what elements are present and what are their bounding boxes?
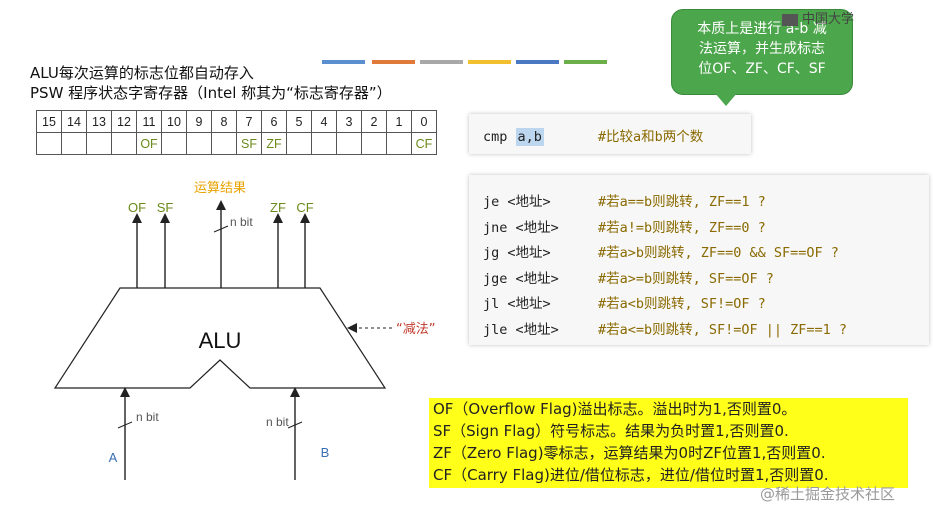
flag-summary: OF（Overflow Flag)溢出标志。溢出时为1,否则置0。 SF（Sig… <box>429 398 908 488</box>
logo-text: 中国大学 <box>802 12 855 27</box>
jump-instr: jge <地址> <box>483 271 559 287</box>
flag-summary-of: OF（Overflow Flag)溢出标志。溢出时为1,否则置0。 <box>433 400 797 418</box>
input-b-label: B <box>321 445 330 460</box>
out-flag-cf: CF <box>296 200 313 215</box>
jump-comment: #若a>=b则跳转, SF==OF ? <box>598 271 774 287</box>
color-strip-1 <box>322 60 365 64</box>
bit-index-cell: 3 <box>336 110 362 133</box>
jump-comment: #若a!=b则跳转, ZF==0 ? <box>598 220 766 236</box>
nbit-b-label: n bit <box>266 415 289 429</box>
jump-instr: jl <地址> <box>483 296 551 312</box>
flag-cell <box>36 132 62 155</box>
alu-body <box>53 287 387 389</box>
jump-instr: jle <地址> <box>483 322 559 338</box>
flag-cell <box>61 132 87 155</box>
color-strip-2 <box>372 60 415 64</box>
jump-code-box: je <地址> #若a==b则跳转, ZF==1 ? jne <地址> #若a!=b… <box>469 175 929 345</box>
jump-line-jne: jne <地址> #若a!=b则跳转, ZF==0 ? <box>483 216 766 236</box>
jump-instr: je <地址> <box>483 194 551 210</box>
jump-line-jle: jle <地址> #若a<=b则跳转, SF!=OF || ZF==1 ? <box>483 318 847 338</box>
flag-cell <box>111 132 137 155</box>
cmp-instr: cmp <box>483 129 516 145</box>
jump-comment: #若a<b则跳转, SF!=OF ? <box>598 296 766 312</box>
result-bus-tick <box>213 225 229 233</box>
flag-cell <box>186 132 212 155</box>
logo-icon <box>782 13 798 26</box>
bit-index-cell: 15 <box>36 110 62 133</box>
flag-cell: ZF <box>261 132 287 155</box>
bit-index-cell: 2 <box>361 110 387 133</box>
alu-label: ALU <box>199 328 242 353</box>
bit-index-cell: 10 <box>161 110 187 133</box>
watermark: @稀土掘金技术社区 <box>760 485 896 503</box>
jump-comment: #若a>b则跳转, ZF==0 && SF==OF ? <box>598 245 839 261</box>
jump-line-jge: jge <地址> #若a>=b则跳转, SF==OF ? <box>483 267 774 287</box>
bit-index-cell: 4 <box>311 110 337 133</box>
flag-cell: OF <box>136 132 162 155</box>
flag-cell <box>386 132 412 155</box>
jump-comment: #若a<=b则跳转, SF!=OF || ZF==1 ? <box>598 322 848 338</box>
flag-summary-zf: ZF（Zero Flag)零标志，运算结果为0时ZF位置1,否则置0. <box>433 444 826 462</box>
nbit-out-label: n bit <box>230 215 253 229</box>
jump-line-je: je <地址> #若a==b则跳转, ZF==1 ? <box>483 190 766 210</box>
bit-index-cell: 5 <box>286 110 312 133</box>
out-flag-zf: ZF <box>270 200 286 215</box>
bit-index-cell: 9 <box>186 110 212 133</box>
bit-index-cell: 11 <box>136 110 162 133</box>
bubble-tail <box>714 92 738 106</box>
jump-comment: #若a==b则跳转, ZF==1 ? <box>598 194 766 210</box>
flag-cell <box>86 132 112 155</box>
cmp-line: cmp a,b #比较a和b两个数 <box>483 125 704 146</box>
flag-cell <box>161 132 187 155</box>
jump-instr: jne <地址> <box>483 220 559 236</box>
flag-cell <box>211 132 237 155</box>
cmp-operand: a,b <box>515 128 544 146</box>
color-strip-3 <box>420 60 463 64</box>
intro-line-1: ALU每次运算的标志位都自动存入 <box>30 64 254 82</box>
input-a-bus-tick <box>117 421 133 429</box>
intro-line-2: PSW 程序状态字寄存器（Intel 称其为“标志寄存器”） <box>30 84 392 102</box>
jump-line-jl: jl <地址> #若a<b则跳转, SF!=OF ? <box>483 292 766 312</box>
bit-index-cell: 8 <box>211 110 237 133</box>
cmp-code-box: cmp a,b #比较a和b两个数 <box>469 114 751 154</box>
flag-cell <box>286 132 312 155</box>
alu-diagram: 运算结果 OF SF ZF CF n bit ALU “减法” n bit n … <box>53 181 435 480</box>
color-strip-4 <box>468 60 511 64</box>
flag-cell <box>311 132 337 155</box>
bit-index-cell: 13 <box>86 110 112 133</box>
flag-cell <box>336 132 362 155</box>
bit-index-cell: 6 <box>261 110 287 133</box>
subtract-label: “减法” <box>396 322 435 337</box>
bit-index-cell: 0 <box>411 110 437 133</box>
result-label: 运算结果 <box>194 181 246 196</box>
bubble-line-3: 位OF、ZF、CF、SF <box>698 61 826 77</box>
logo: 中国大学 <box>782 8 854 27</box>
out-flag-sf: SF <box>157 200 174 215</box>
bit-index-cell: 14 <box>61 110 87 133</box>
jump-instr: jg <地址> <box>483 245 551 261</box>
input-a-label: A <box>109 450 118 465</box>
flag-cell: SF <box>236 132 262 155</box>
explanation-bubble: 本质上是进行 a-b 减 法运算，并生成标志 位OF、ZF、CF、SF <box>671 9 853 95</box>
flag-summary-sf: SF（Sign Flag）符号标志。结果为负时置1,否则置0. <box>433 422 789 440</box>
input-b-bus-tick <box>287 421 303 429</box>
out-flag-of: OF <box>128 200 146 215</box>
bit-index-cell: 1 <box>386 110 412 133</box>
bubble-line-2: 法运算，并生成标志 <box>699 41 825 57</box>
bit-index-cell: 12 <box>111 110 137 133</box>
flag-cell <box>361 132 387 155</box>
bit-index-cell: 7 <box>236 110 262 133</box>
color-strip-6 <box>564 60 607 64</box>
cmp-comment: #比较a和b两个数 <box>597 129 704 145</box>
flag-cell: CF <box>411 132 437 155</box>
flag-summary-cf: CF（Carry Flag)进位/借位标志，进位/借位时置1,否则置0. <box>433 466 829 484</box>
jump-line-jg: jg <地址> #若a>b则跳转, ZF==0 && SF==OF ? <box>483 241 839 261</box>
nbit-a-label: n bit <box>136 410 159 424</box>
color-strip-5 <box>516 60 559 64</box>
